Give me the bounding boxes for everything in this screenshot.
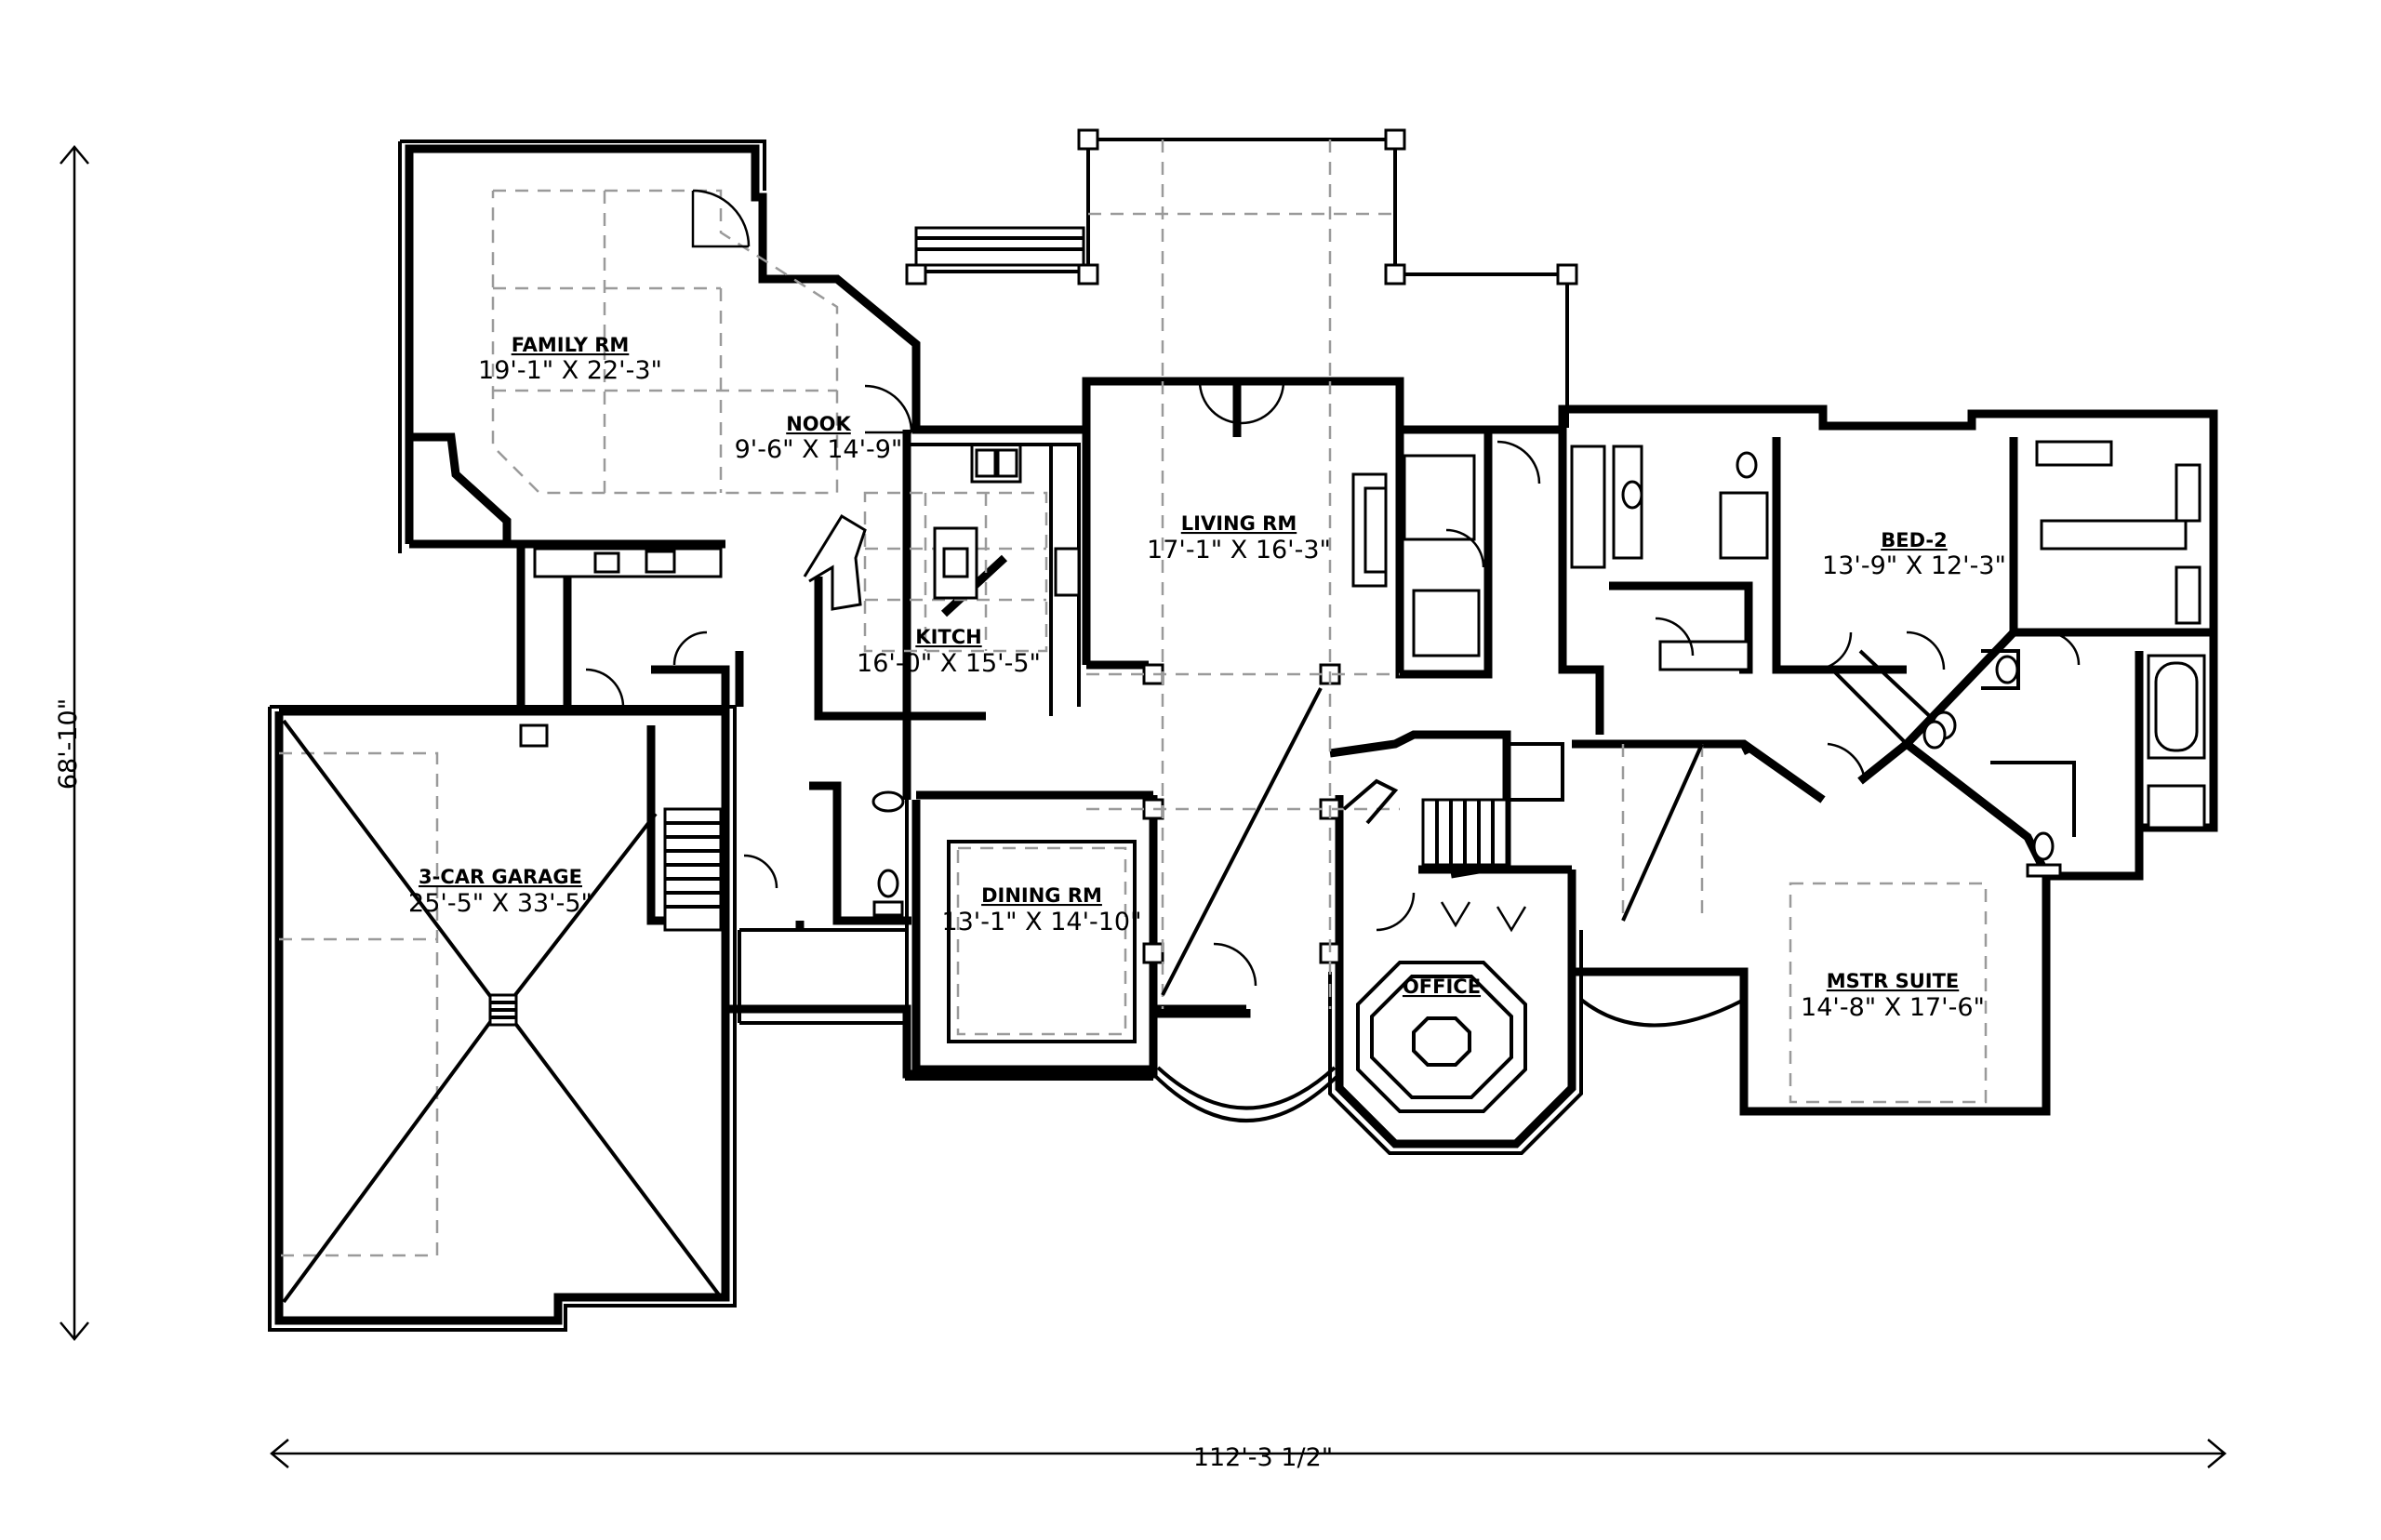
overall-depth-label: 68'-10" [54, 698, 83, 790]
kitchen-size: 16'-0" X 15'-5" [857, 649, 1041, 678]
nook-size: 9'-6" X 14'-9" [735, 435, 903, 464]
room-labels: FAMILY RM 19'-1" X 22'-3" NOOK 9'-6" X 1… [408, 334, 2006, 1022]
ceiling-outlines [279, 189, 1988, 1304]
garage-size: 25'-5" X 33'-5" [408, 889, 592, 918]
office-name: OFFICE [1403, 976, 1481, 998]
width-dimension-line [270, 1439, 2227, 1468]
interior-walls [507, 381, 2214, 1014]
depth-dimension-line [60, 145, 89, 1341]
porch-outlines [738, 138, 1569, 1025]
master-suite-name: MSTR SUITE [1827, 970, 1960, 992]
overall-width-label: 112'-3 1/2" [1193, 1443, 1333, 1472]
family-room-size: 19'-1" X 22'-3" [478, 356, 662, 385]
living-room-size: 17'-1" X 16'-3" [1147, 536, 1331, 564]
dining-room-name: DINING RM [981, 884, 1102, 907]
exterior-walls [268, 139, 2218, 1332]
bedroom-2-size: 13'-9" X 12'-3" [1822, 551, 2006, 580]
bedroom-2-name: BED-2 [1881, 529, 1948, 551]
fixtures [519, 440, 2206, 932]
dining-room-size: 13'-1" X 14'-10" [941, 908, 1141, 936]
garage-name: 3-CAR GARAGE [419, 866, 582, 888]
door-swings [585, 189, 2081, 987]
kitchen-name: KITCH [915, 626, 981, 648]
family-room-name: FAMILY RM [512, 334, 630, 356]
nook-name: NOOK [786, 413, 851, 435]
living-room-name: LIVING RM [1181, 512, 1297, 535]
master-suite-size: 14'-8" X 17'-6" [1801, 993, 1985, 1022]
